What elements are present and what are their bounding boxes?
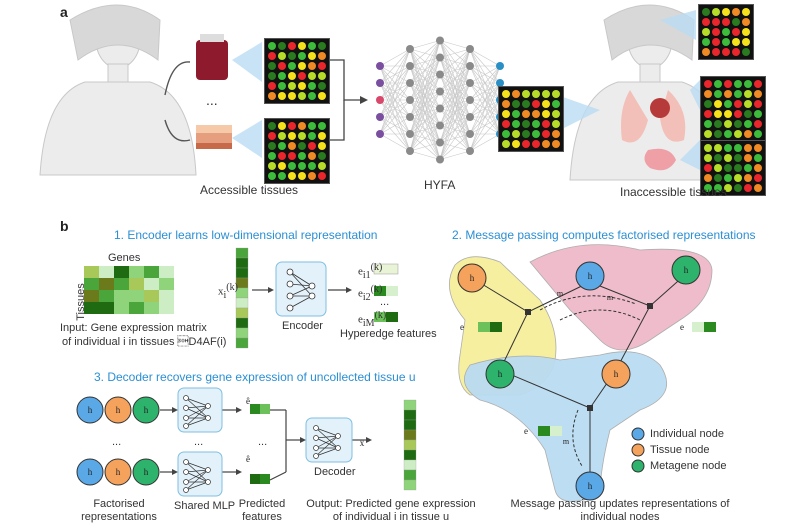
svg-text:ê: ê bbox=[246, 396, 250, 406]
svg-text:h: h bbox=[88, 405, 93, 415]
svg-text:e: e bbox=[460, 322, 464, 332]
input-gene-matrix bbox=[84, 266, 174, 314]
inaccessible-tissues-label: Inaccessible tissues bbox=[620, 185, 727, 199]
svg-text:m: m bbox=[607, 293, 614, 302]
legend-metagene-node: Metagene node bbox=[650, 460, 727, 472]
decoder-dots-left: ... bbox=[112, 436, 122, 448]
svg-text:h: h bbox=[614, 369, 619, 379]
svg-text:m: m bbox=[557, 289, 564, 298]
tissue-node bbox=[457, 263, 487, 293]
svg-text:h: h bbox=[588, 481, 593, 491]
metagene-node bbox=[485, 359, 515, 389]
e-label-2: ei2(k) bbox=[358, 284, 383, 303]
svg-text:m: m bbox=[563, 437, 570, 446]
svg-text:h: h bbox=[470, 273, 475, 283]
encoder-label: Encoder bbox=[282, 320, 323, 332]
panel-a-label: a bbox=[60, 4, 68, 20]
svg-text:h: h bbox=[144, 405, 149, 415]
left-body-silhouette bbox=[39, 4, 197, 176]
expression-matrix-brain bbox=[698, 4, 754, 60]
encoder-icon bbox=[286, 268, 316, 312]
message-passing-caption: Message passing updates representations … bbox=[510, 498, 730, 523]
hyfa-label: HYFA bbox=[424, 178, 456, 192]
expression-matrix-lung bbox=[498, 86, 564, 152]
blood-bag-icon bbox=[196, 34, 228, 80]
expression-matrix-stomach bbox=[700, 140, 766, 196]
panel-b-label: b bbox=[60, 218, 69, 234]
hyfa-network bbox=[379, 40, 501, 160]
dots-between-tissues: ... bbox=[206, 92, 218, 108]
svg-text:h: h bbox=[144, 467, 149, 477]
accessible-tissues-label: Accessible tissues bbox=[200, 183, 299, 197]
xi-label: xi(k) bbox=[218, 282, 238, 301]
svg-text:e: e bbox=[680, 322, 684, 332]
svg-text:x̂: x̂ bbox=[360, 438, 365, 448]
tissue-node bbox=[601, 359, 631, 389]
e-dots: ... bbox=[380, 296, 390, 308]
encoder-box bbox=[275, 261, 327, 317]
svg-text:h: h bbox=[88, 467, 93, 477]
input-caption-line2: of individual i in tissues D4AF(i) bbox=[62, 336, 227, 348]
svg-text:ê: ê bbox=[246, 454, 250, 464]
svg-text:h: h bbox=[588, 271, 593, 281]
svg-text:e: e bbox=[524, 426, 528, 436]
legend-individual-node: Individual node bbox=[650, 428, 725, 440]
svg-text:h: h bbox=[684, 265, 689, 275]
individual-node bbox=[575, 261, 605, 291]
encoder-section-title: 1. Encoder learns low-dimensional repres… bbox=[114, 228, 378, 242]
e-label-1: ei1(k) bbox=[358, 262, 383, 281]
expression-matrix-heart bbox=[700, 76, 766, 142]
hyperedge-features-label: Hyperedge features bbox=[340, 328, 437, 340]
genes-label: Genes bbox=[108, 252, 141, 264]
tissues-label: Tissues bbox=[74, 283, 87, 321]
predicted-expression-vector bbox=[403, 399, 417, 491]
expression-matrix-blood bbox=[264, 38, 330, 104]
organs-icon bbox=[621, 90, 686, 171]
svg-text:h: h bbox=[116, 405, 121, 415]
decoder-dots-right: ... bbox=[258, 436, 268, 448]
input-caption-line1: Input: Gene expression matrix bbox=[60, 322, 207, 334]
individual-node bbox=[575, 471, 605, 501]
expression-matrix-skin bbox=[264, 118, 330, 184]
svg-text:h: h bbox=[498, 369, 503, 379]
decoder-dots-mid: ... bbox=[194, 436, 204, 448]
legend-tissue-node: Tissue node bbox=[650, 444, 710, 456]
svg-text:h: h bbox=[116, 467, 121, 477]
decoder-label: Decoder bbox=[314, 466, 356, 478]
skin-tissue-icon bbox=[196, 125, 232, 149]
e-label-3: eiM(k) bbox=[358, 310, 387, 329]
message-passing-section-title: 2. Message passing computes factorised r… bbox=[452, 228, 756, 242]
xi-vector bbox=[235, 247, 249, 349]
metagene-node bbox=[671, 255, 701, 285]
shared-mlp-label: Shared MLP bbox=[174, 500, 236, 512]
decoder-section-title: 3. Decoder recovers gene expression of u… bbox=[94, 370, 416, 384]
